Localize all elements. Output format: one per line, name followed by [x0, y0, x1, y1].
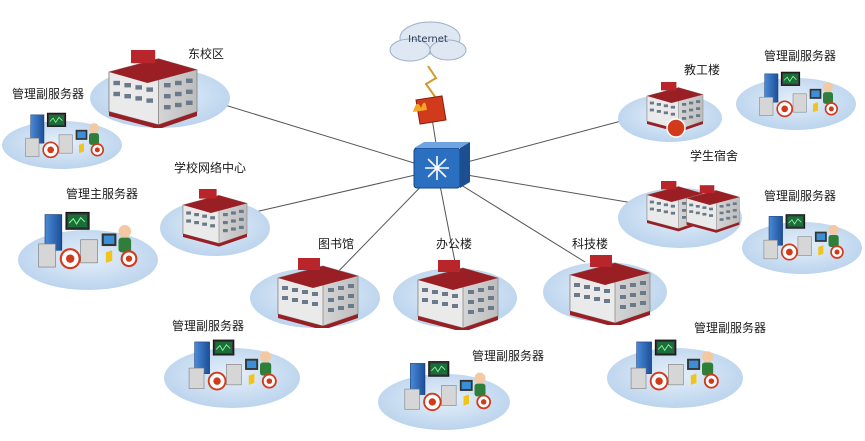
server-cluster-icon	[762, 213, 844, 261]
server-cluster-icon	[188, 339, 277, 391]
node-library: 图书馆	[250, 236, 380, 328]
server-cluster-icon	[758, 71, 839, 118]
server-cluster-bottom-right: 管理副服务器	[607, 320, 766, 408]
link-network-center	[254, 169, 438, 213]
network-links	[214, 101, 646, 281]
node-east-campus: 东校区	[90, 46, 230, 128]
building-icon	[182, 188, 248, 248]
label-sub-server: 管理副服务器	[172, 318, 244, 333]
server-cluster-left-top: 管理副服务器	[2, 86, 122, 169]
server-cluster-icon	[37, 211, 138, 270]
internet-label: Internet	[408, 34, 448, 45]
server-cluster-main: 管理主服务器	[18, 186, 158, 290]
building-icon	[277, 257, 359, 328]
label-sub-server: 管理副服务器	[472, 348, 544, 363]
alert-badge-icon	[666, 118, 686, 138]
label-east-campus: 东校区	[188, 46, 224, 61]
lightning-icon	[424, 65, 438, 99]
label-staff-building: 教工楼	[684, 62, 720, 77]
server-cluster-icon	[630, 339, 719, 391]
internet-cloud: Internet	[389, 21, 467, 62]
node-office-building: 办公楼	[393, 236, 517, 330]
server-cluster-right-top: 管理副服务器	[736, 48, 856, 130]
label-student-dorm: 学生宿舍	[690, 148, 738, 163]
server-cluster-bottom-left: 管理副服务器	[164, 318, 300, 408]
link-dorm	[436, 169, 646, 206]
network-switch-icon	[413, 142, 470, 189]
label-sub-server: 管理副服务器	[12, 86, 84, 101]
node-staff-building: 教工楼	[618, 62, 722, 142]
node-tech-building: 科技楼	[543, 236, 667, 325]
building-icon	[108, 49, 198, 128]
label-network-center: 学校网络中心	[174, 160, 246, 175]
label-main-server: 管理主服务器	[66, 186, 138, 201]
label-sub-server: 管理副服务器	[764, 188, 836, 203]
server-cluster-icon	[24, 112, 105, 159]
link-east-campus	[214, 101, 438, 171]
firewall-icon	[413, 95, 447, 125]
server-cluster-icon	[403, 360, 492, 412]
server-cluster-bottom-center: 管理副服务器	[378, 348, 544, 430]
server-cluster-right-middle: 管理副服务器	[742, 188, 862, 274]
label-sub-server: 管理副服务器	[694, 320, 766, 335]
label-sub-server: 管理副服务器	[764, 48, 836, 63]
label-tech-building: 科技楼	[572, 236, 608, 251]
label-office-building: 办公楼	[436, 236, 472, 251]
node-student-dorm: 学生宿舍	[618, 148, 742, 248]
node-network-center: 学校网络中心	[160, 160, 270, 256]
label-library: 图书馆	[318, 236, 354, 251]
